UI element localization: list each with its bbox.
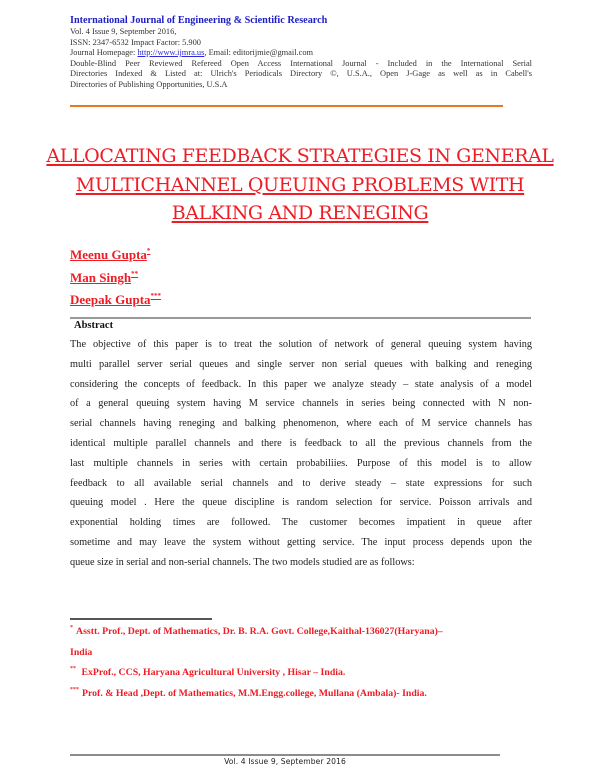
abstract-line: queuing model . Here the queue disciplin…	[70, 497, 532, 509]
author-mark: **	[131, 269, 139, 278]
email-address: editorijmie@gmail.com	[232, 48, 314, 58]
journal-name: International Journal of Engineering & S…	[70, 15, 328, 26]
title-line-1: Allocating Feedback Strategies in Genera…	[46, 145, 554, 167]
abstract-line: queue size in serial and non-serial chan…	[70, 556, 415, 568]
abstract-line: serial channels having reneging and balk…	[70, 418, 532, 430]
author-name: Meenu Gupta	[70, 247, 147, 262]
title-line-3: Balking and Reneging	[171, 202, 429, 224]
abstract-line: exponential holding times are followed. …	[70, 517, 532, 529]
page-footer: Vol. 4 Issue 9, September 2016	[224, 757, 346, 766]
footnote-1-continued: India	[70, 646, 93, 658]
footnote-2: ** ExProf., CCS, Haryana Agricultural Un…	[70, 663, 540, 684]
author-1[interactable]: Meenu Gupta*	[70, 244, 161, 267]
homepage-link[interactable]: http://www.ijmra.us	[137, 48, 205, 58]
homepage-label: Journal Homepage:	[70, 48, 138, 58]
abstract-line: feedback to all available serial channel…	[70, 477, 532, 489]
abstract-line: of a general queuing system having M ser…	[70, 398, 532, 410]
footnote-text: ExProf., CCS, Haryana Agricultural Unive…	[79, 667, 346, 678]
footnote-3: ***Prof. & Head ,Dept. of Mathematics, M…	[70, 684, 540, 705]
abstract-heading: Abstract	[74, 320, 114, 331]
abstract-line: last multiple channels in series with ce…	[70, 457, 532, 469]
author-mark: *	[146, 247, 151, 255]
author-2[interactable]: Man Singh**	[70, 267, 161, 290]
abstract-line: sometime and may leave the system withou…	[70, 536, 532, 548]
author-list: Meenu Gupta* Man Singh** Deepak Gupta***	[70, 244, 161, 312]
journal-description-line-2: Directories Indexed & Listed at: Ulrich'…	[70, 69, 532, 79]
abstract-body: The objective of this paper is to treat …	[70, 335, 532, 573]
author-3[interactable]: Deepak Gupta***	[70, 289, 161, 312]
footnote-text: Asstt. Prof., Dept. of Mathematics, Dr. …	[76, 626, 443, 637]
homepage-line: Journal Homepage: http://www.ijmra.us, E…	[70, 48, 532, 59]
volume-issue: Vol. 4 Issue 9, September 2016,	[70, 27, 177, 36]
abstract-divider	[70, 317, 531, 319]
footnote-mark: ***	[70, 686, 79, 693]
footnote-text: Prof. & Head ,Dept. of Mathematics, M.M.…	[82, 687, 427, 699]
journal-header: International Journal of Engineering & S…	[70, 14, 532, 91]
abstract-line: considering the concepts of feedback. In…	[70, 378, 532, 390]
title-line-2: Multichannel Queuing Problems with	[75, 173, 525, 196]
footnote-mark: *	[70, 625, 73, 631]
abstract-line: identical multiple parallel channels and…	[70, 437, 532, 449]
footnote-divider	[70, 618, 212, 620]
footnote-1: *Asstt. Prof., Dept. of Mathematics, Dr.…	[70, 622, 540, 643]
author-name: Deepak Gupta	[70, 292, 151, 307]
email-label: , Email:	[204, 48, 233, 58]
paper-title: Allocating Feedback Strategies in Genera…	[40, 142, 560, 228]
header-divider	[70, 105, 503, 107]
journal-description-line-1: Double-Blind Peer Reviewed Refereed Open…	[70, 58, 532, 68]
author-name: Man Singh	[70, 269, 132, 285]
issn-impact-factor: ISSN: 2347-6532 Impact Factor: 5.900	[70, 37, 201, 47]
journal-description-line-3: Directories of Publishing Opportunities,…	[70, 79, 228, 89]
abstract-line: multi parallel server serial queues and …	[70, 358, 532, 370]
footnote-mark: **	[70, 666, 76, 672]
author-mark: ***	[150, 292, 162, 300]
footnotes: *Asstt. Prof., Dept. of Mathematics, Dr.…	[70, 622, 540, 704]
abstract-line: The objective of this paper is to treat …	[70, 339, 532, 350]
footer-divider	[70, 754, 500, 756]
